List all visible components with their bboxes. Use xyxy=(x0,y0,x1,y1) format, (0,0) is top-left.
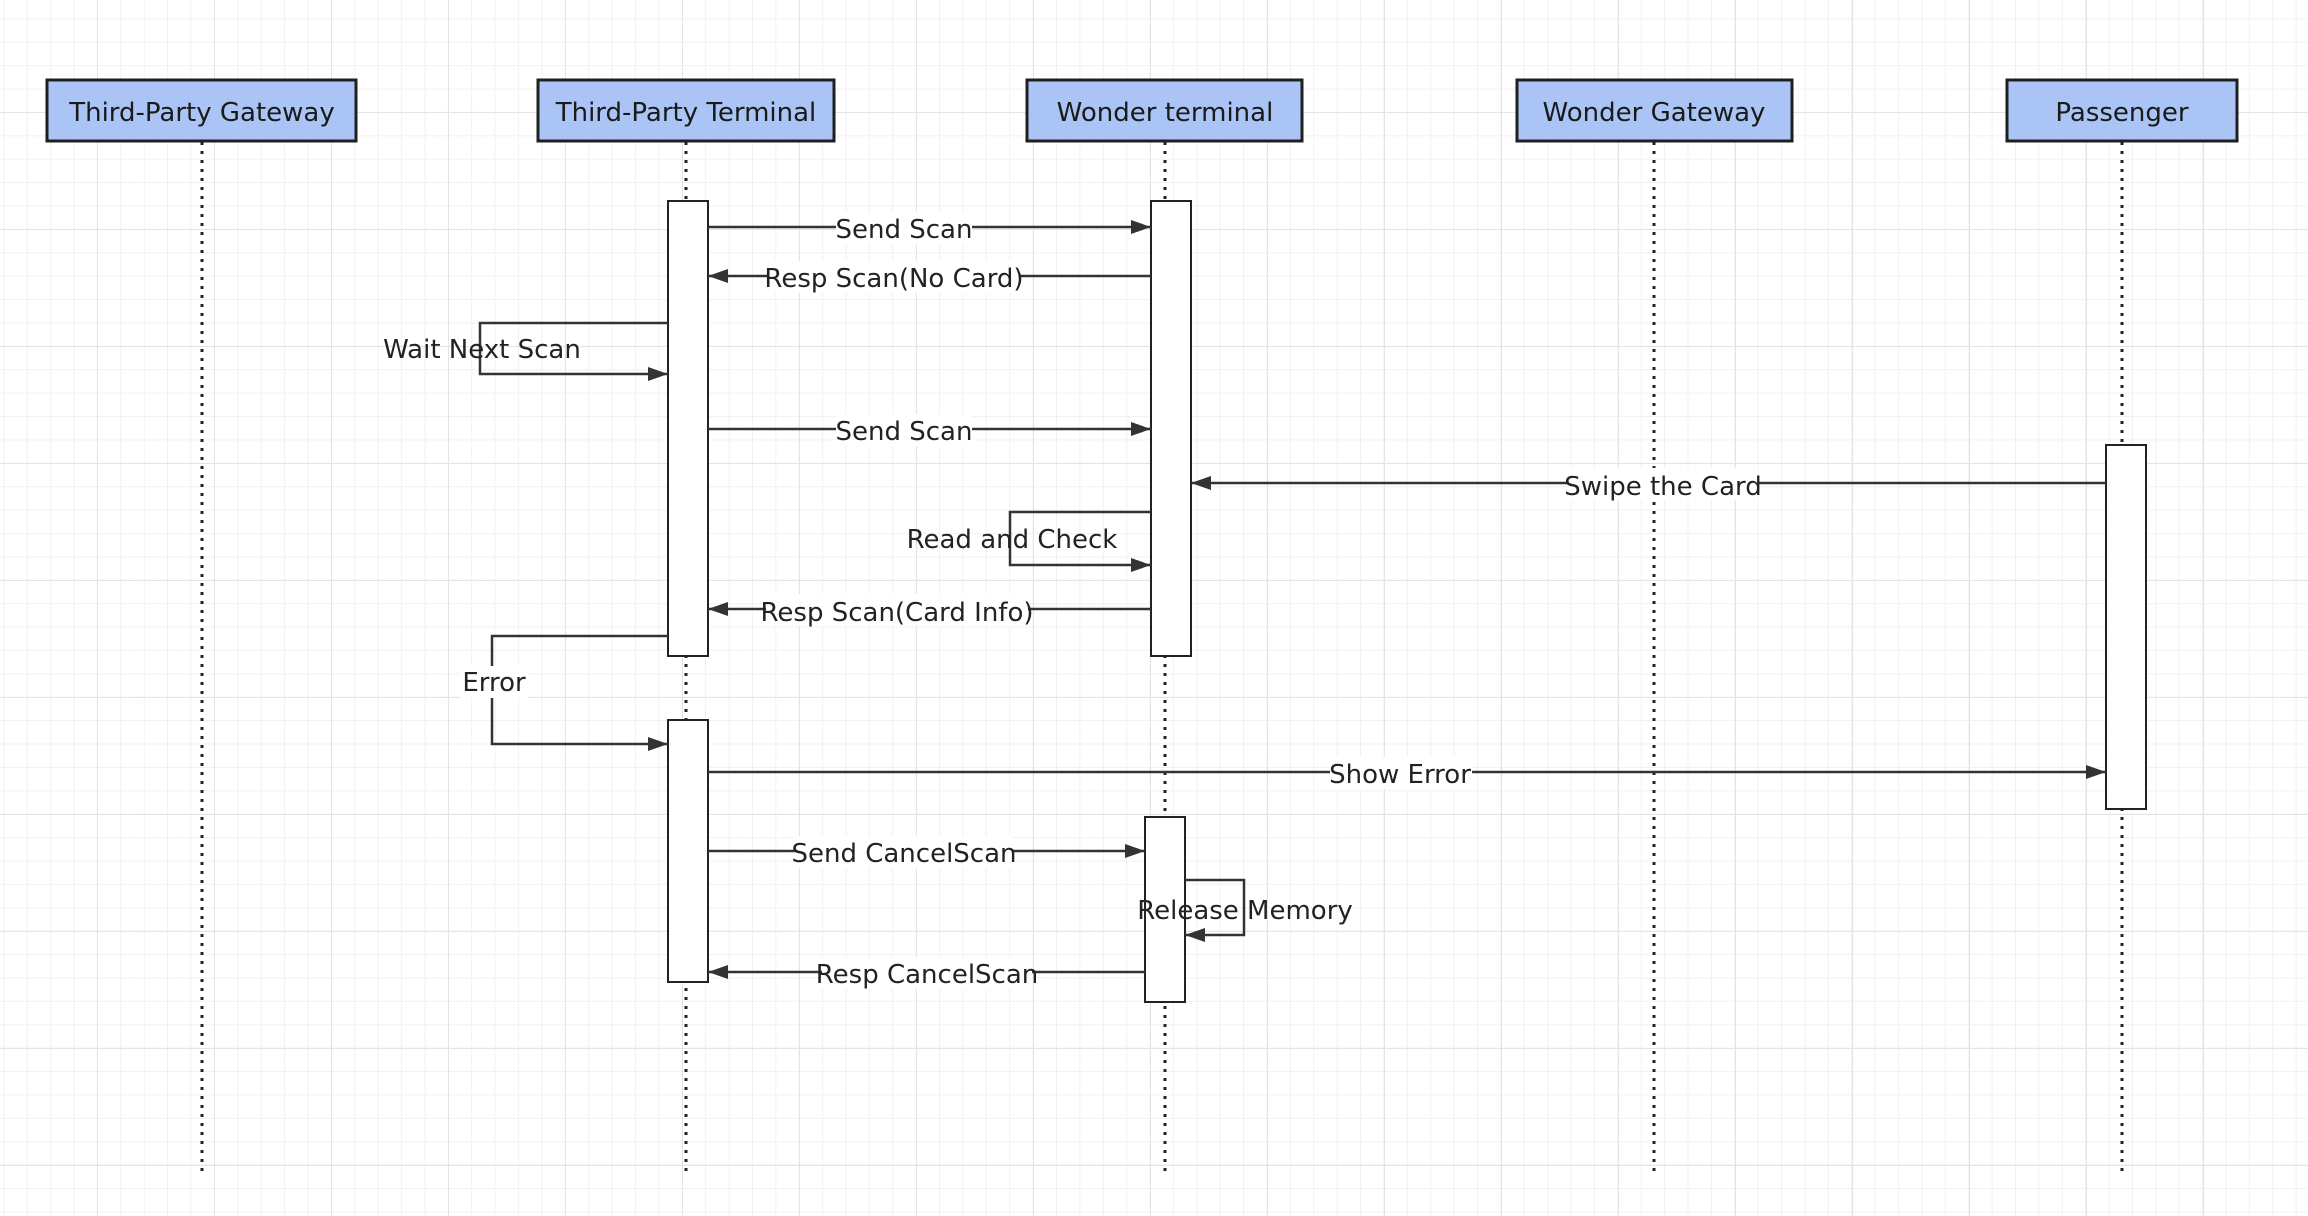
label-send-scan-1: Send Scan xyxy=(836,215,973,245)
arrow-wait-next-scan[interactable] xyxy=(478,321,668,381)
label-send-scan-2: Send Scan xyxy=(836,417,973,447)
activation-passenger[interactable] xyxy=(2105,444,2147,810)
participant-wonder-gateway[interactable]: Wonder Gateway xyxy=(1515,78,1794,143)
activation-third-party-terminal-2[interactable] xyxy=(667,719,709,983)
label-release-memory: Release Memory xyxy=(1137,896,1353,926)
label-swipe-the-card: Swipe the Card xyxy=(1564,472,1762,502)
message-labels: Send Scan Resp Scan(No Card) Wait Next S… xyxy=(383,215,1762,990)
label-read-and-check: Read and Check xyxy=(907,525,1118,555)
activation-wonder-terminal-2[interactable] xyxy=(1144,816,1186,1003)
label-resp-scan-card-info: Resp Scan(Card Info) xyxy=(761,598,1034,628)
label-resp-cancelscan: Resp CancelScan xyxy=(816,960,1039,990)
participant-third-party-terminal[interactable]: Third-Party Terminal xyxy=(536,78,836,143)
participant-label: Wonder terminal xyxy=(1057,98,1274,128)
activation-third-party-terminal-1[interactable] xyxy=(667,200,709,657)
arrow-release-memory[interactable] xyxy=(1185,878,1246,942)
participant-passenger[interactable]: Passenger xyxy=(2005,78,2239,143)
participant-label: Passenger xyxy=(2055,98,2189,128)
label-backgrounds xyxy=(460,212,1758,989)
activation-wonder-terminal-1[interactable] xyxy=(1150,200,1192,657)
participant-third-party-gateway[interactable]: Third-Party Gateway xyxy=(45,78,358,143)
messages xyxy=(478,220,2106,979)
activations xyxy=(667,200,2147,1003)
participant-label: Third-Party Gateway xyxy=(68,98,335,128)
participant-label: Third-Party Terminal xyxy=(555,98,817,128)
label-resp-scan-no-card: Resp Scan(No Card) xyxy=(764,264,1023,294)
label-show-error: Show Error xyxy=(1329,760,1471,790)
label-wait-next-scan: Wait Next Scan xyxy=(383,335,581,365)
label-send-cancelscan: Send CancelScan xyxy=(791,839,1016,869)
participant-wonder-terminal[interactable]: Wonder terminal xyxy=(1025,78,1304,143)
label-error: Error xyxy=(462,668,526,698)
arrow-read-and-check[interactable] xyxy=(1008,510,1151,572)
participant-label: Wonder Gateway xyxy=(1543,98,1766,128)
